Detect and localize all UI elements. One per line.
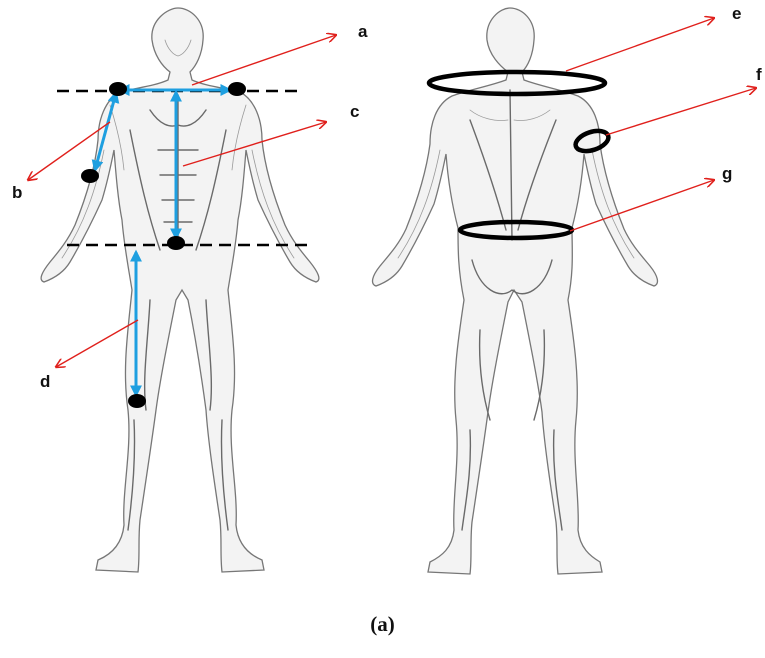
marker-knee [128,394,146,408]
pointer-a [192,35,336,85]
marker-hip [167,236,185,250]
figure-caption: (a) [0,612,765,637]
label-a: a [358,23,367,40]
front-body-sketch [41,8,319,572]
label-b: b [12,184,22,201]
label-e: e [732,5,741,22]
marker-left-shoulder [109,82,127,96]
label-f: f [756,66,762,83]
label-g: g [722,165,732,182]
label-d: d [40,373,50,390]
marker-right-shoulder [228,82,246,96]
pointer-f [606,88,756,135]
label-c: c [350,103,359,120]
pointer-e [566,18,714,71]
marker-elbow [81,169,99,183]
